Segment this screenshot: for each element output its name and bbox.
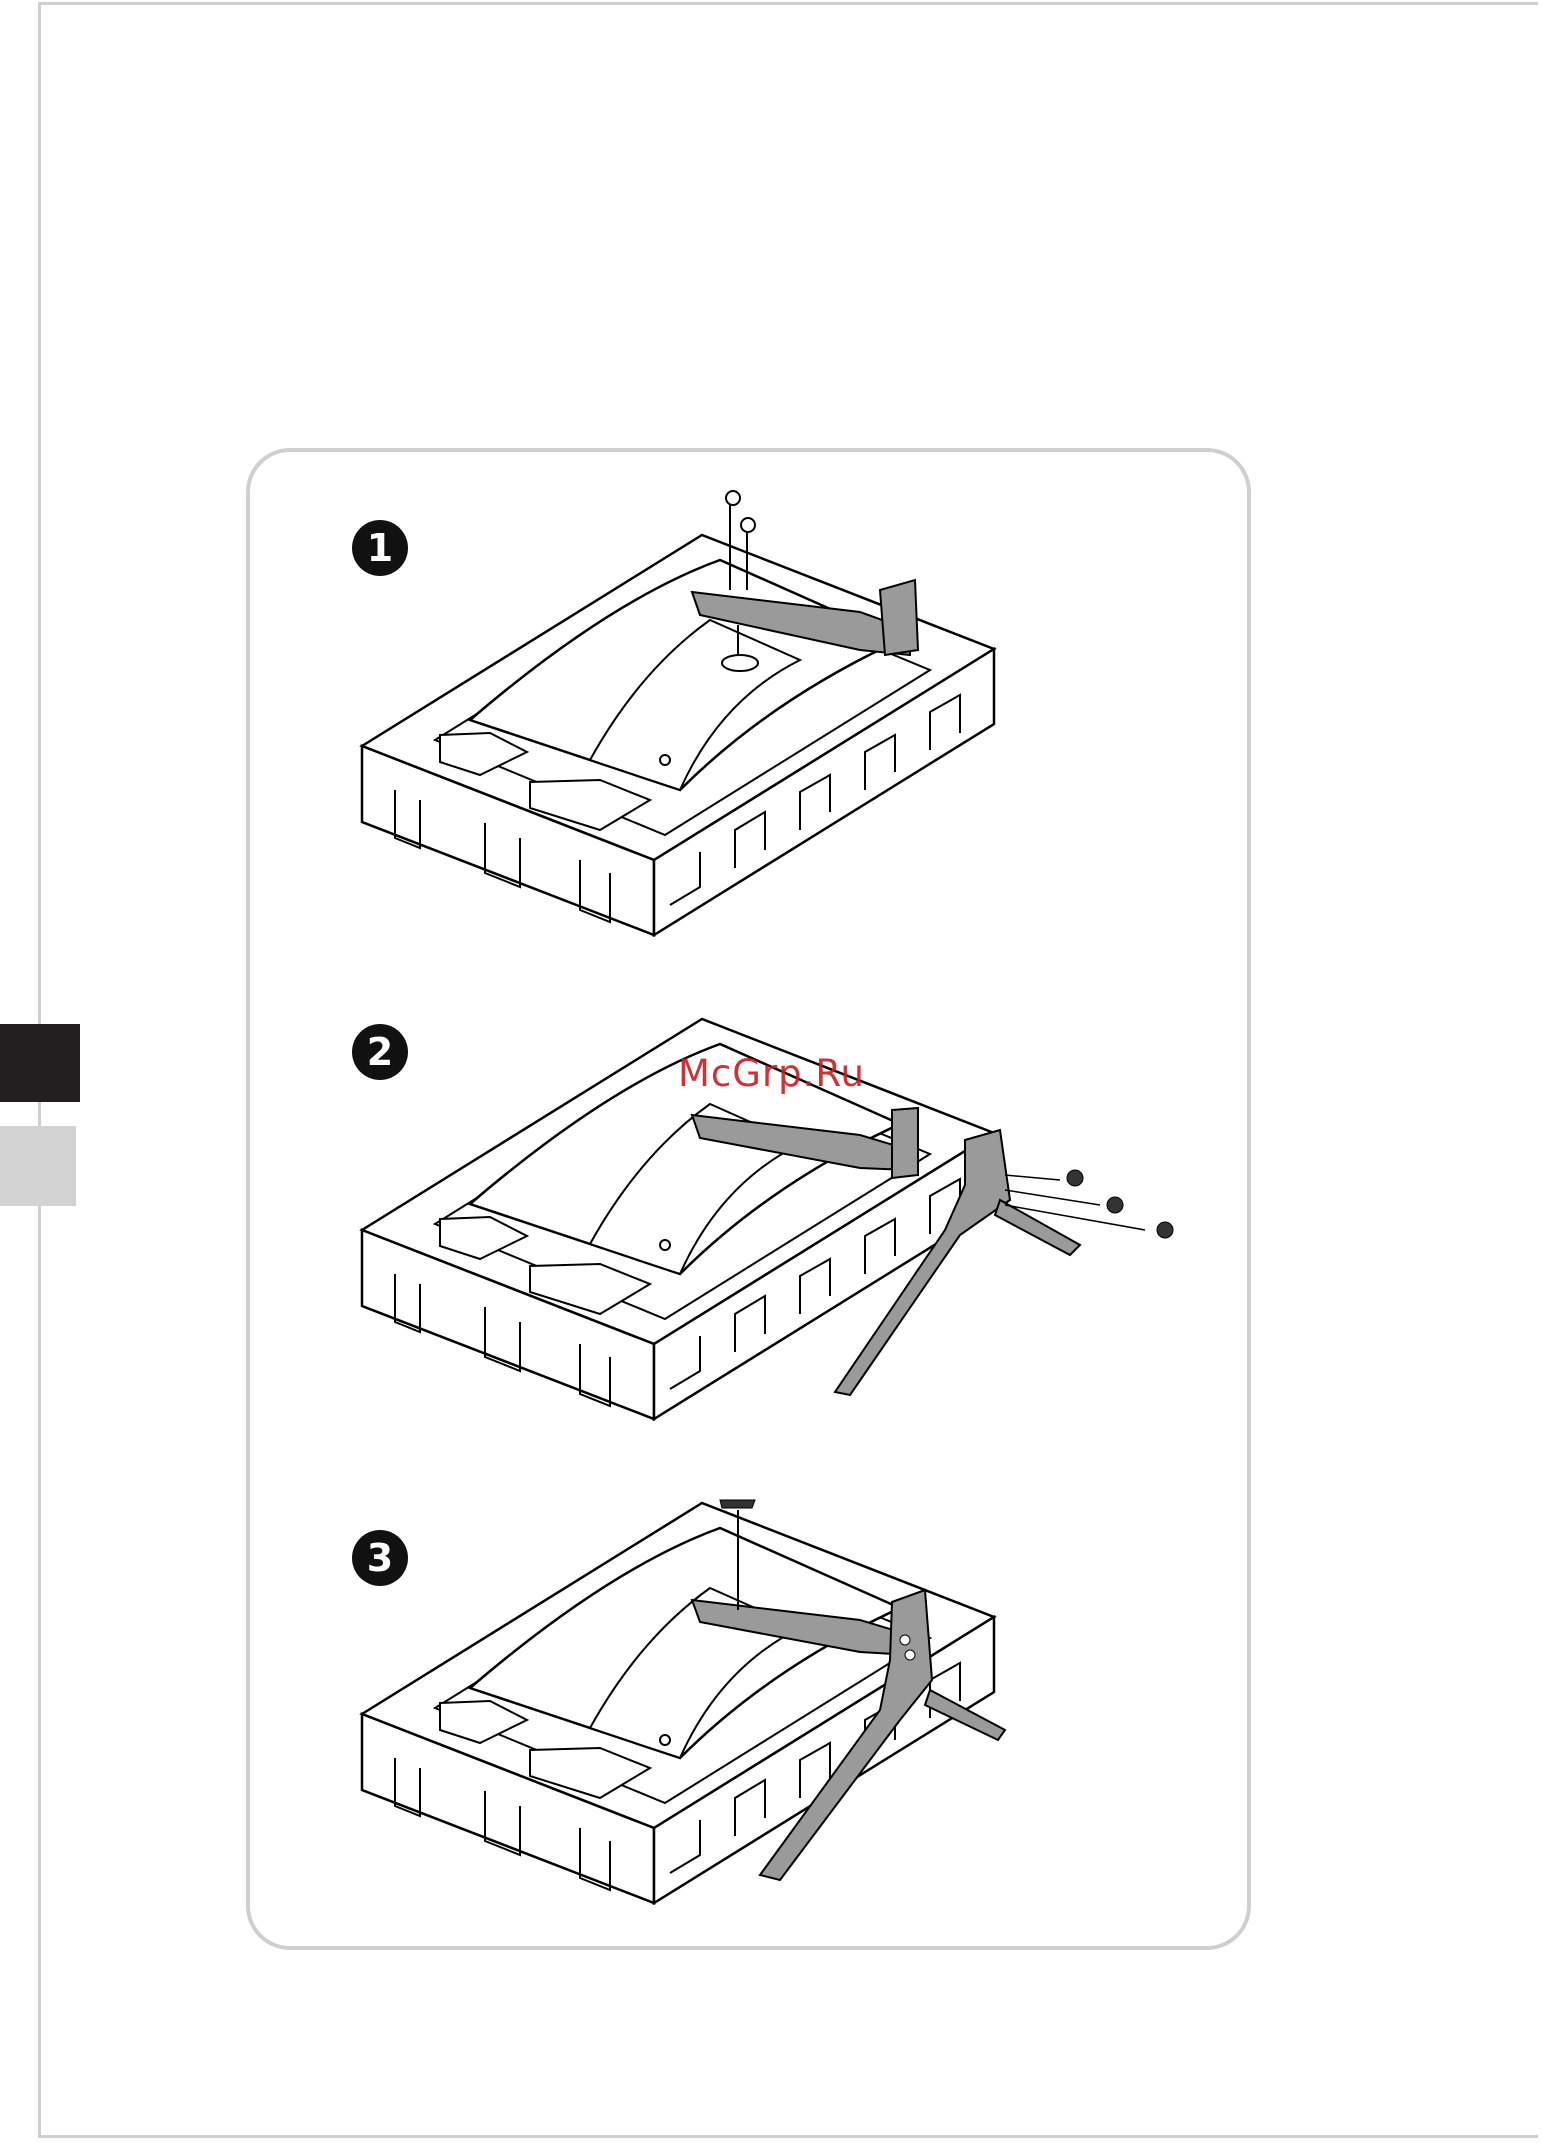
step-number-3: 3 — [352, 1530, 408, 1586]
step-number-2: 2 — [352, 1024, 408, 1080]
watermark-text: McGrp.Ru — [678, 1052, 865, 1095]
step-number-1: 1 — [352, 520, 408, 576]
